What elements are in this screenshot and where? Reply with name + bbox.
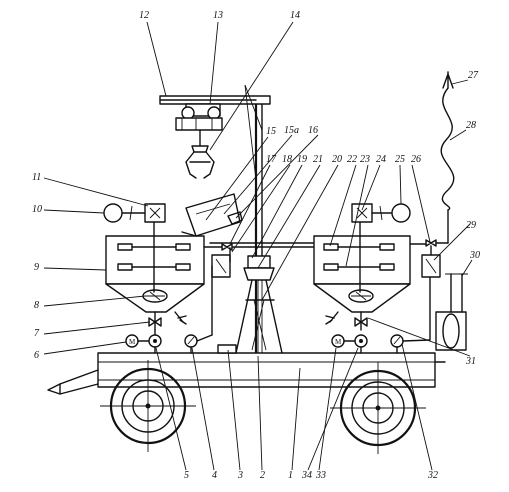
label-21: 21 bbox=[313, 154, 323, 165]
right-wheel bbox=[330, 362, 426, 454]
label-27: 27 bbox=[468, 70, 479, 81]
transfer-pipe bbox=[209, 242, 323, 248]
label-2: 2 bbox=[260, 470, 265, 481]
tower-base bbox=[235, 255, 283, 354]
hose-reel bbox=[435, 273, 468, 351]
label-3: 3 bbox=[237, 470, 243, 481]
leader-lines bbox=[43, 21, 473, 471]
svg-text:M: M bbox=[335, 338, 342, 346]
central-mast bbox=[159, 84, 271, 353]
label-18: 18 bbox=[282, 154, 292, 165]
right-mixer-tank bbox=[313, 221, 411, 313]
label-23: 23 bbox=[360, 154, 370, 165]
label-20: 20 bbox=[332, 154, 342, 165]
label-15a: 15a bbox=[284, 125, 299, 136]
label-8: 8 bbox=[34, 300, 39, 311]
label-5: 5 bbox=[184, 470, 189, 481]
label-26: 26 bbox=[411, 154, 421, 165]
label-29: 29 bbox=[466, 220, 476, 231]
left-outlet-assembly: M bbox=[125, 311, 198, 354]
label-14: 14 bbox=[290, 10, 300, 21]
label-6: 6 bbox=[34, 350, 39, 361]
label-9: 9 bbox=[34, 262, 39, 273]
label-15: 15 bbox=[266, 126, 276, 137]
left-mixer-tank bbox=[105, 221, 205, 313]
central-hopper bbox=[181, 193, 243, 237]
antenna bbox=[440, 71, 455, 211]
svg-text:M: M bbox=[129, 338, 136, 346]
label-22: 22 bbox=[347, 154, 357, 165]
right-outlet-assembly: M bbox=[325, 261, 431, 354]
label-28: 28 bbox=[466, 120, 476, 131]
left-tank-drive bbox=[103, 203, 166, 223]
label-16: 16 bbox=[308, 125, 318, 136]
label-33: 33 bbox=[315, 470, 326, 481]
label-11: 11 bbox=[32, 172, 41, 183]
label-30: 30 bbox=[469, 250, 480, 261]
label-25: 25 bbox=[395, 154, 405, 165]
label-24: 24 bbox=[376, 154, 386, 165]
label-12: 12 bbox=[139, 10, 149, 21]
label-34: 34 bbox=[301, 470, 312, 481]
trailer-platform bbox=[47, 352, 446, 395]
left-wheel bbox=[100, 360, 196, 452]
label-7: 7 bbox=[34, 328, 40, 339]
label-31: 31 bbox=[465, 356, 476, 367]
label-1: 1 bbox=[288, 470, 293, 481]
right-control-box bbox=[409, 209, 449, 278]
deck-box bbox=[217, 344, 237, 354]
label-19: 19 bbox=[297, 154, 307, 165]
right-tank-drive bbox=[351, 203, 411, 223]
label-32: 32 bbox=[427, 470, 438, 481]
callout-labels: 12 13 14 27 28 15 15a 16 17 18 19 21 20 … bbox=[32, 10, 480, 481]
label-13: 13 bbox=[213, 10, 223, 21]
label-4: 4 bbox=[212, 470, 217, 481]
label-10: 10 bbox=[32, 204, 42, 215]
label-17: 17 bbox=[266, 154, 277, 165]
left-control-box bbox=[196, 243, 251, 342]
